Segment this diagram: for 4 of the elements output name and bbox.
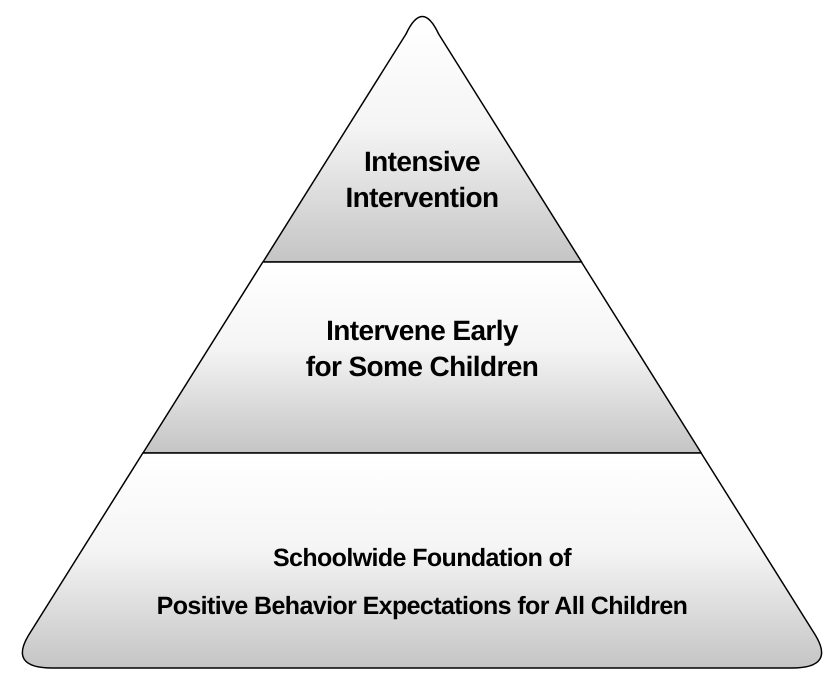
pyramid-tier: [142, 263, 702, 452]
tier-label: Intensive Intervention: [345, 145, 499, 215]
tier-label: Schoolwide Foundation of Positive Behavior Expectations for All Children: [156, 543, 688, 622]
tier-label: Intervene Early for Some Children: [306, 314, 538, 384]
